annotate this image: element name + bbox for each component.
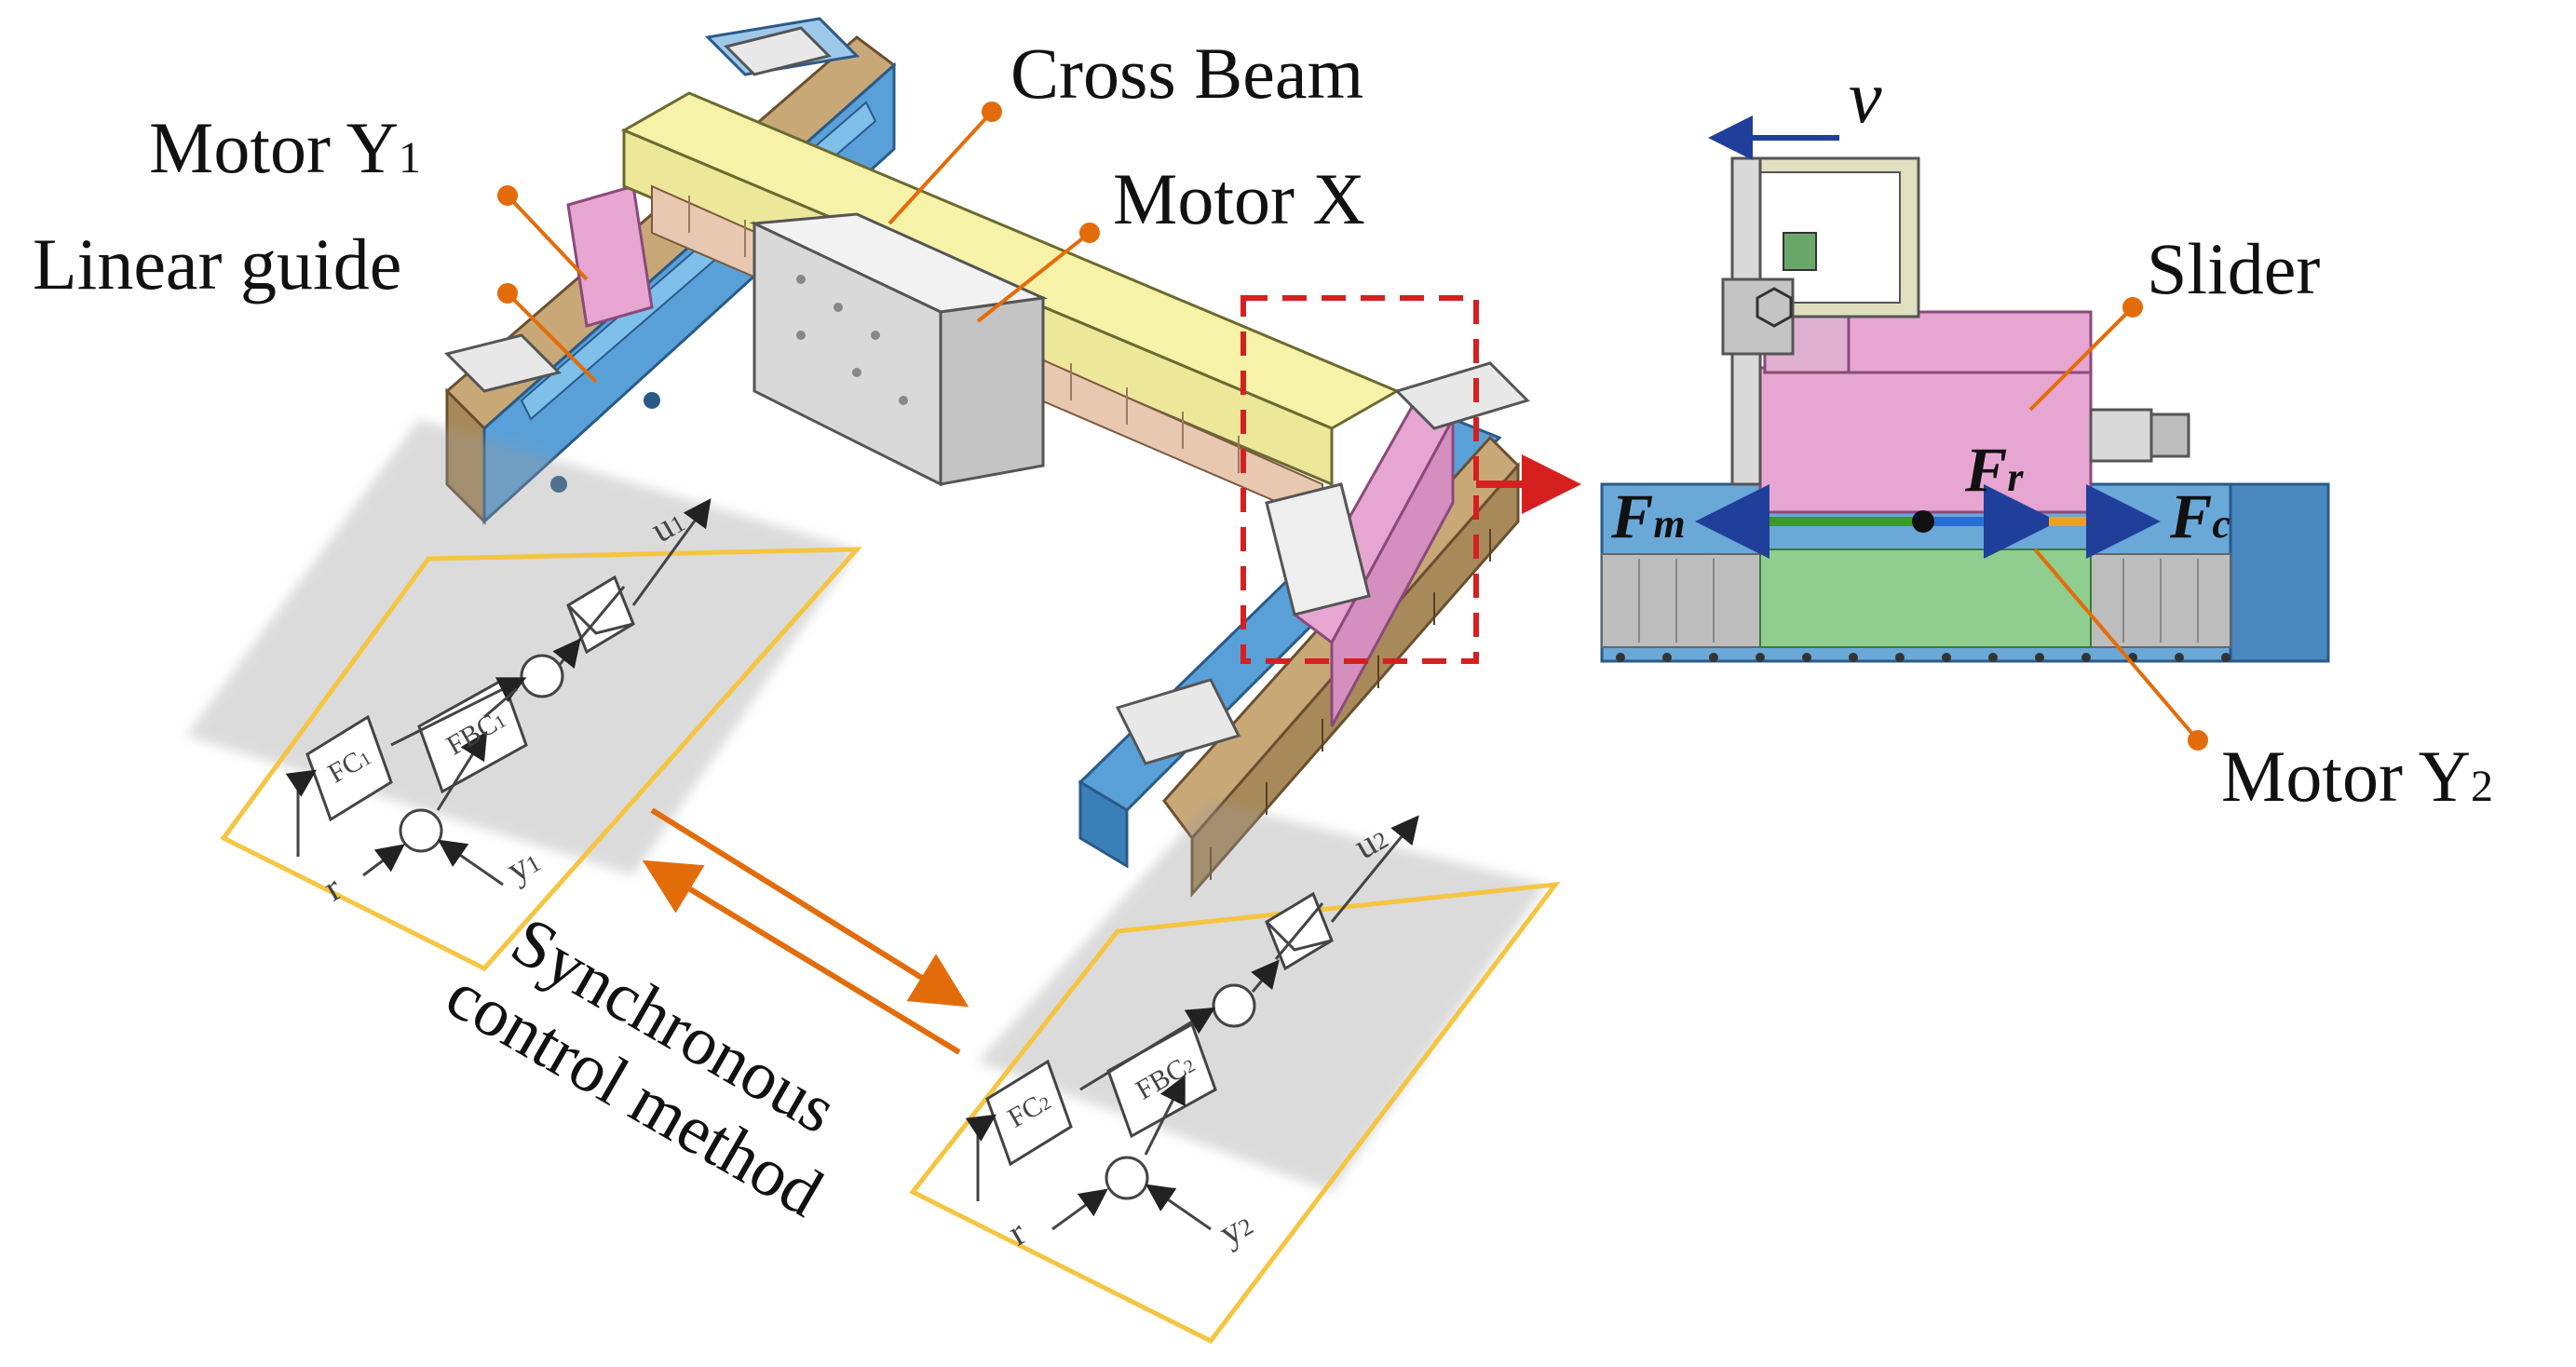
label-force-r: Fr bbox=[1965, 434, 2024, 505]
label-velocity: v bbox=[1849, 57, 1882, 139]
label-force-m: Fm bbox=[1611, 480, 1686, 551]
center-point bbox=[1912, 510, 1934, 533]
controller-2-frame bbox=[909, 881, 1561, 1345]
controller-1-frame bbox=[220, 547, 862, 972]
controller-1 bbox=[186, 419, 862, 972]
label-force-c: Fc bbox=[2170, 480, 2230, 551]
slider-block bbox=[1758, 366, 2093, 514]
magnet-band bbox=[1759, 548, 2092, 648]
double-arrow-icon bbox=[642, 807, 969, 1055]
leader-lines bbox=[497, 102, 1100, 384]
label-cross-beam: Cross Beam bbox=[1010, 33, 1364, 114]
beam-teeth bbox=[688, 196, 1240, 473]
label-motor-x: Motor X bbox=[1113, 158, 1365, 239]
label-motor-y1: Motor Y1 bbox=[149, 107, 421, 188]
carriage-y1 bbox=[444, 26, 832, 393]
motor-x-carriage bbox=[749, 212, 1049, 487]
slider-y2 bbox=[1115, 361, 1530, 765]
detail-panel bbox=[1600, 115, 2330, 751]
detail-highlight-box bbox=[1241, 295, 1479, 664]
label-linear-guide: Linear guide bbox=[33, 223, 402, 305]
controller-2 bbox=[909, 801, 1561, 1345]
label-motor-y2: Motor Y2 bbox=[2221, 736, 2493, 817]
label-slider: Slider bbox=[2147, 228, 2321, 309]
